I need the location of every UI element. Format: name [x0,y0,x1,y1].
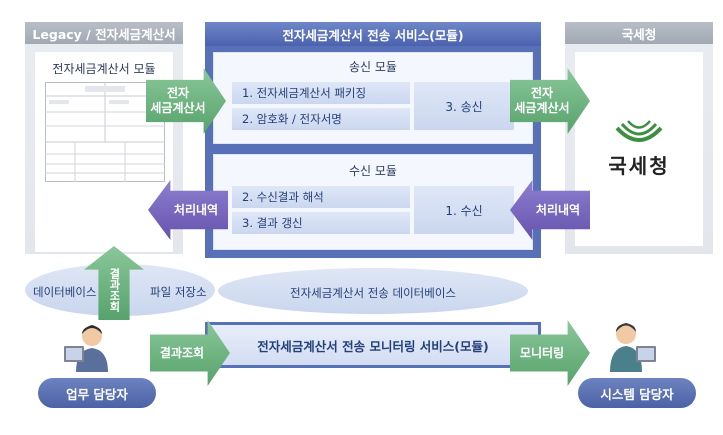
tax-invoice-form-image [45,82,165,182]
etax-arrow-line2: 세금계산서 [150,101,206,115]
send-step-transmit: 3. 송신 [414,82,514,130]
monitoring-service-inner: 전자세금계산서 전송 모니터링 서비스(모듈) [208,325,538,365]
monitoring-arrow-label: 모니터링 [519,345,565,360]
service-db-cylinder [218,268,528,314]
result-query-vertical-label: 결과조회 [107,268,121,312]
receive-step-update: 3. 결과 갱신 [232,212,410,234]
operator-label: 업무 담당자 [38,378,156,408]
monitoring-service-bar: 전자세금계산서 전송 모니터링 서비스(모듈) [205,322,541,368]
nts-logo-icon [615,120,663,142]
receive-step-receive: 1. 수신 [414,186,514,234]
etax-arrow-line1: 전자 [166,86,190,100]
service-db-label: 전자세금계산서 전송 데이터베이스 [289,286,456,300]
operator-person-icon [64,325,108,372]
sysadmin-person-icon [610,323,656,372]
send-module-title: 송신 모듈 [349,60,397,74]
nts-logo-box [575,52,703,246]
etax-arrow-line1: 전자 [530,86,554,100]
legacy-module-label: 전자세금계산서 모듈 [52,62,156,76]
process-arrow-label: 처리내역 [535,202,581,217]
service-panel-title: 전자세금계산서 전송 서비스(모듈) [205,22,541,46]
monitoring-service-title: 전자세금계산서 전송 모니터링 서비스(모듈) [257,338,489,354]
db-label: 데이터베이스 [33,285,97,299]
receive-module-title: 수신 모듈 [349,164,397,178]
nts-logo-text: 국세청 [608,154,670,178]
send-step-encryption: 2. 암호화 / 전자서명 [232,108,410,130]
send-step-packaging: 1. 전자세금계산서 패키징 [232,82,410,104]
result-query-label: 결과조회 [159,345,205,360]
process-arrow-label: 처리내역 [173,202,219,217]
file-storage-label: 파일 저장소 [150,285,207,299]
etax-arrow-line2: 세금계산서 [514,101,570,115]
legacy-panel-title: Legacy / 전자세금계산서 [25,22,183,44]
sysadmin-label: 시스템 담당자 [578,378,696,408]
receive-step-parse: 2. 수신결과 해석 [232,186,410,208]
nts-panel-title: 국세청 [565,22,713,44]
